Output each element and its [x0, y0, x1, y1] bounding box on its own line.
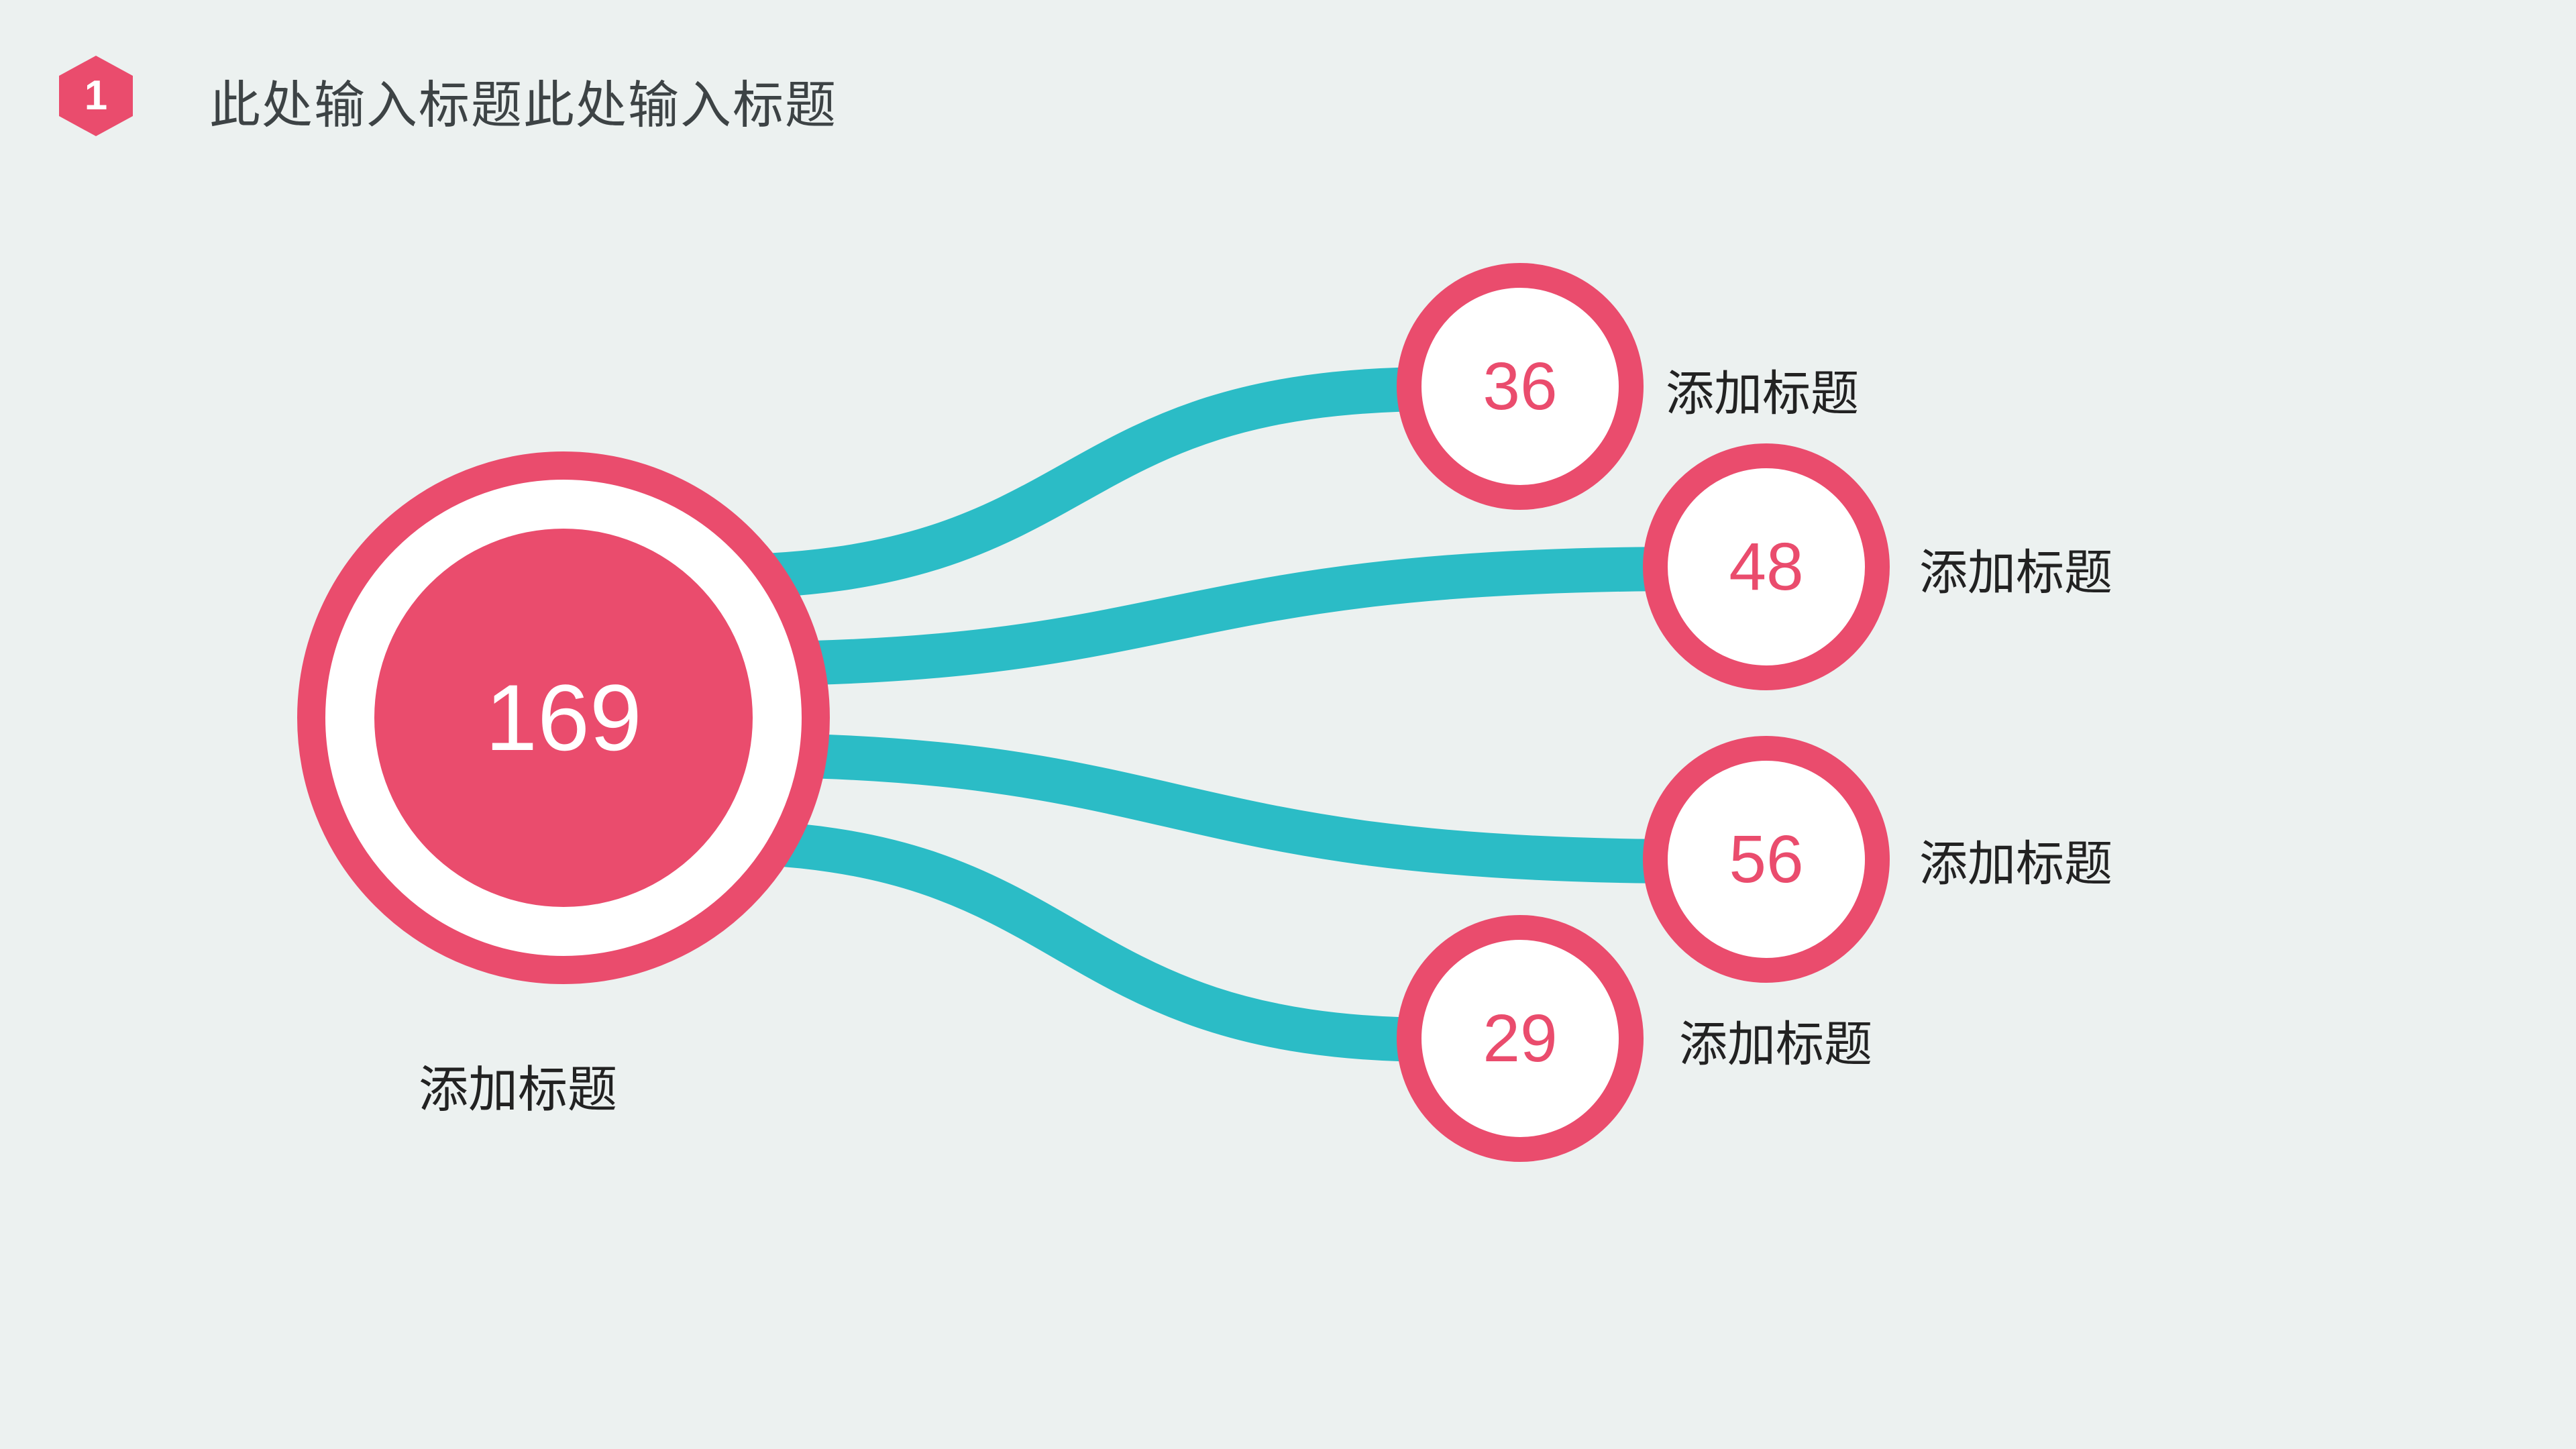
connector-line-upper-middle — [702, 547, 1713, 686]
center-label: 添加标题 — [419, 1063, 617, 1118]
node-circle-56: 56 — [1643, 736, 1890, 983]
node-label-48: 添加标题 — [1919, 546, 2113, 600]
node-value-56: 56 — [1729, 822, 1804, 897]
node-label-29: 添加标题 — [1679, 1018, 1873, 1072]
connector-line-top — [689, 367, 1458, 599]
node-circle-48: 48 — [1643, 443, 1890, 690]
node-value-48: 48 — [1729, 529, 1804, 604]
slide-title: 此处输入标题此处输入标题 — [209, 77, 837, 134]
chapter-number: 1 — [84, 72, 108, 119]
node-label-36: 添加标题 — [1666, 367, 1860, 421]
node-circle-36: 36 — [1397, 263, 1644, 510]
connector-line-lower-middle — [702, 733, 1713, 883]
node-label-56: 添加标题 — [1919, 837, 2113, 892]
center-circle: 169 — [297, 451, 830, 984]
node-circle-29: 29 — [1397, 915, 1644, 1162]
center-circle-inner: 169 — [374, 529, 753, 907]
center-value: 169 — [485, 665, 642, 770]
connector-line-bottom — [689, 820, 1458, 1062]
node-value-29: 29 — [1483, 1001, 1558, 1076]
node-value-36: 36 — [1483, 349, 1558, 424]
